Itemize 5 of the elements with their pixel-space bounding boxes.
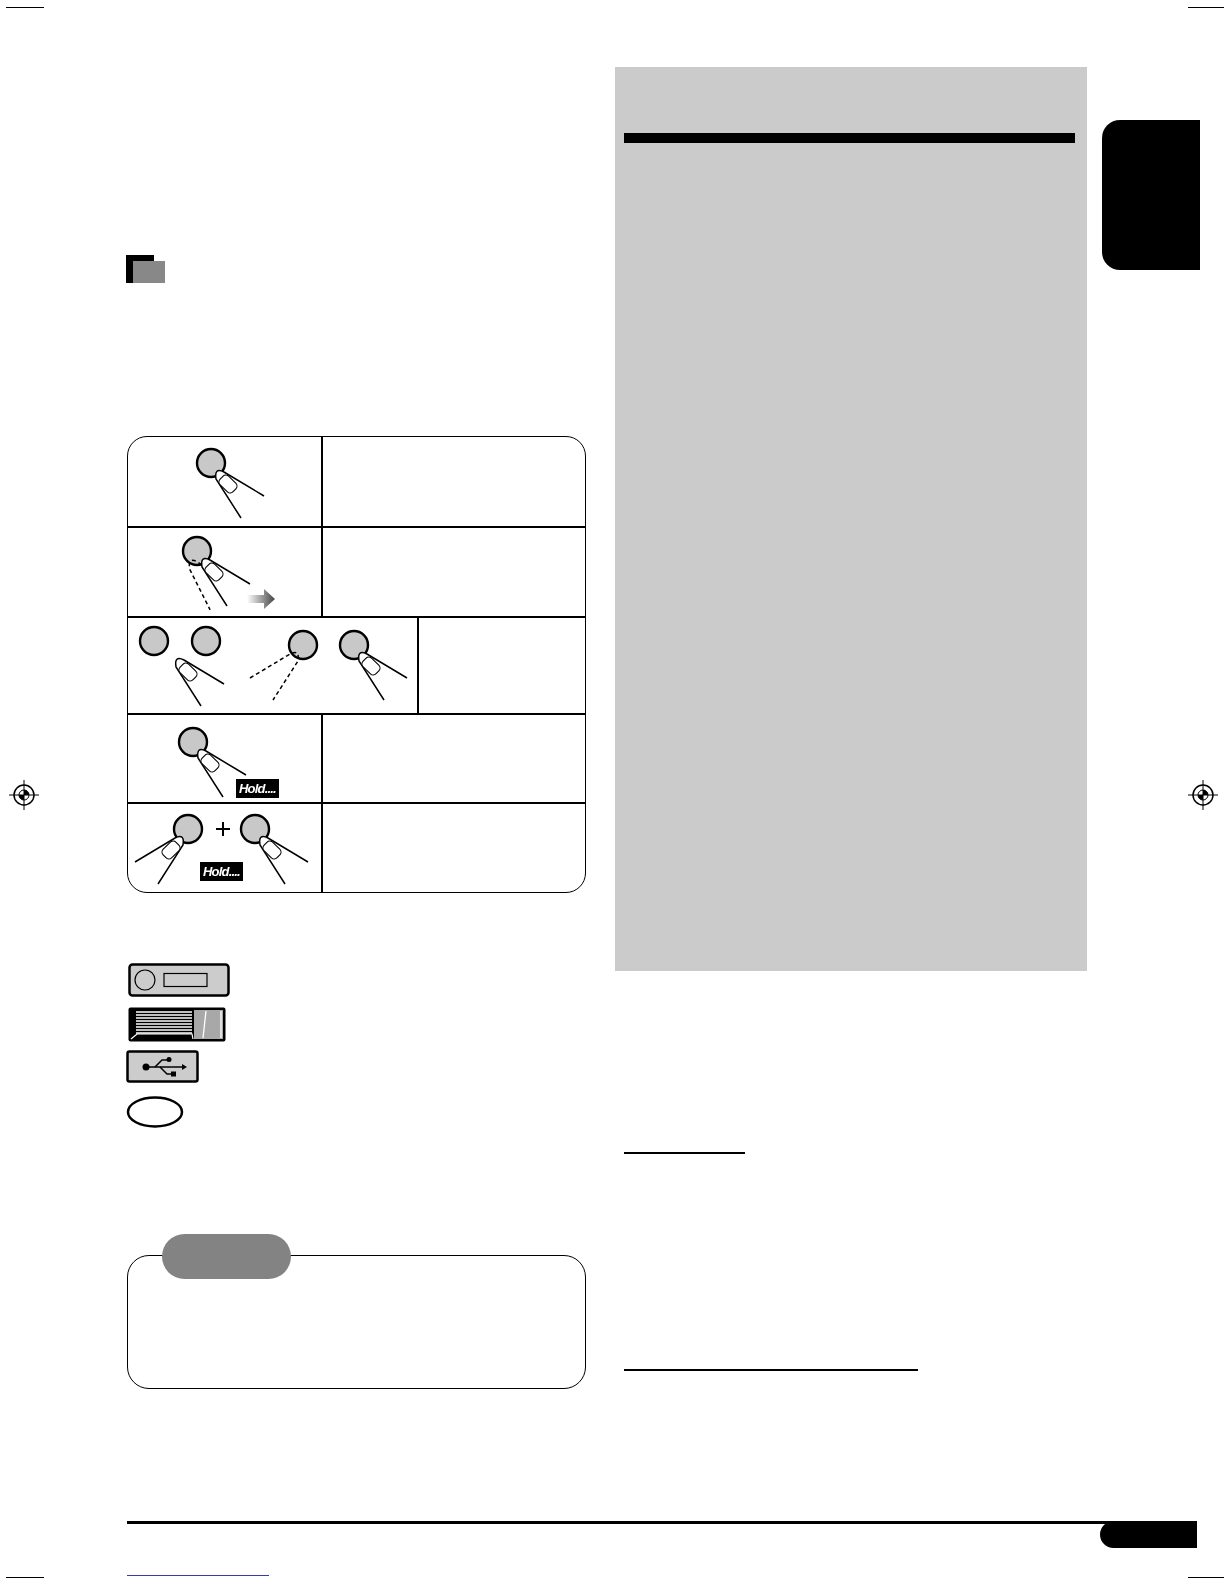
hold-tag: Hold.... — [200, 862, 243, 881]
page-tab — [1100, 1521, 1197, 1548]
side-tab — [1102, 120, 1200, 270]
hold-tag: Hold.... — [236, 779, 279, 798]
note-tab — [162, 1234, 291, 1279]
